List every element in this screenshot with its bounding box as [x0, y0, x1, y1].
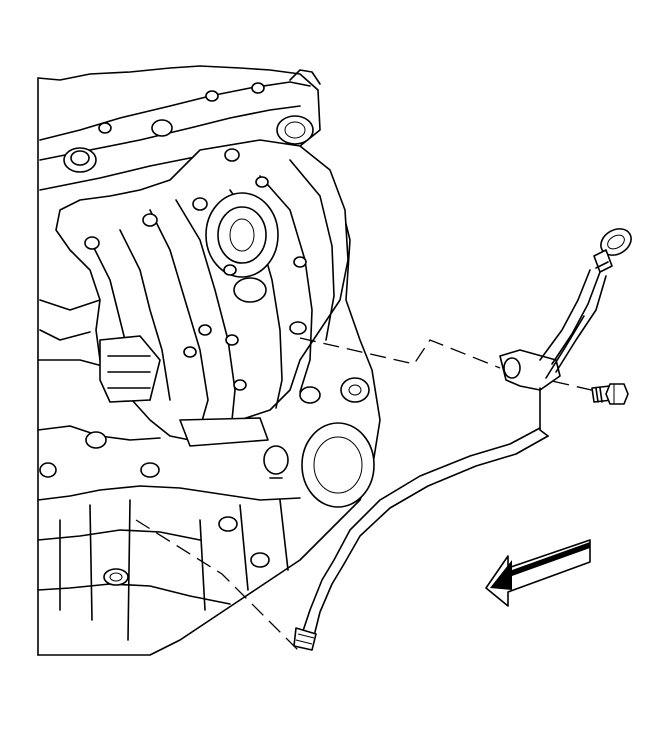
- tube-bolt: [591, 383, 629, 405]
- oil-level-indicator-tube: [293, 228, 632, 651]
- cylinder-head: [37, 69, 321, 656]
- engine-block: [37, 65, 381, 656]
- oil-dipstick-handle: [593, 228, 632, 273]
- front-direction-arrow: [485, 539, 591, 607]
- intake-manifold: [55, 139, 349, 479]
